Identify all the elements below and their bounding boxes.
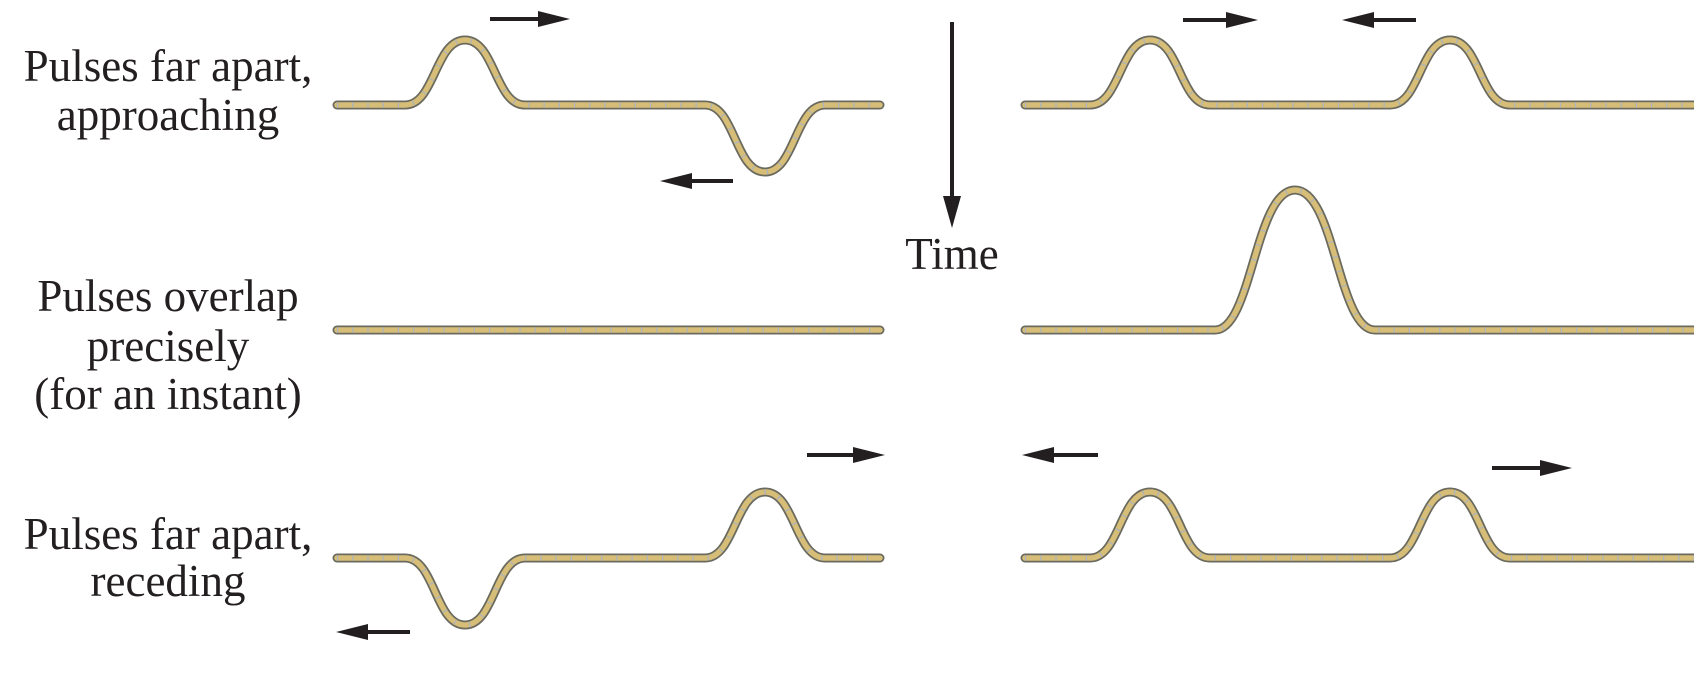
arrow-left-icon	[336, 624, 410, 640]
arrow-left-icon	[660, 173, 733, 189]
row-label-overlap-line2: precisely	[87, 321, 250, 371]
right-rope-row1	[1025, 40, 1694, 105]
arrow-left-icon	[1342, 12, 1416, 28]
arrow-right-icon	[1183, 12, 1258, 28]
row-label-approaching-line1: Pulses far apart,	[24, 41, 313, 91]
left-rope-row3	[337, 492, 880, 625]
left-rope-row1	[337, 40, 880, 172]
row-label-receding-line2: receding	[91, 556, 246, 606]
row-label-approaching: Pulses far apart, approaching	[24, 41, 313, 140]
arrow-right-icon	[490, 11, 570, 27]
time-label: Time	[905, 229, 998, 279]
right-rope-row3	[1025, 492, 1694, 558]
arrow-right-icon	[807, 447, 885, 463]
time-arrow	[943, 22, 961, 228]
right-rope-row2	[1025, 190, 1694, 330]
row-label-overlap-line1: Pulses overlap	[37, 271, 298, 321]
row-label-approaching-line2: approaching	[57, 90, 279, 140]
arrow-left-icon	[1022, 447, 1098, 463]
row-label-receding: Pulses far apart, receding	[24, 509, 313, 606]
row-label-receding-line1: Pulses far apart,	[24, 509, 313, 559]
arrow-right-icon	[1492, 460, 1572, 476]
row-label-overlap: Pulses overlap precisely (for an instant…	[34, 271, 301, 419]
time-arrow-head	[943, 196, 961, 228]
row-label-overlap-line3: (for an instant)	[34, 369, 301, 419]
